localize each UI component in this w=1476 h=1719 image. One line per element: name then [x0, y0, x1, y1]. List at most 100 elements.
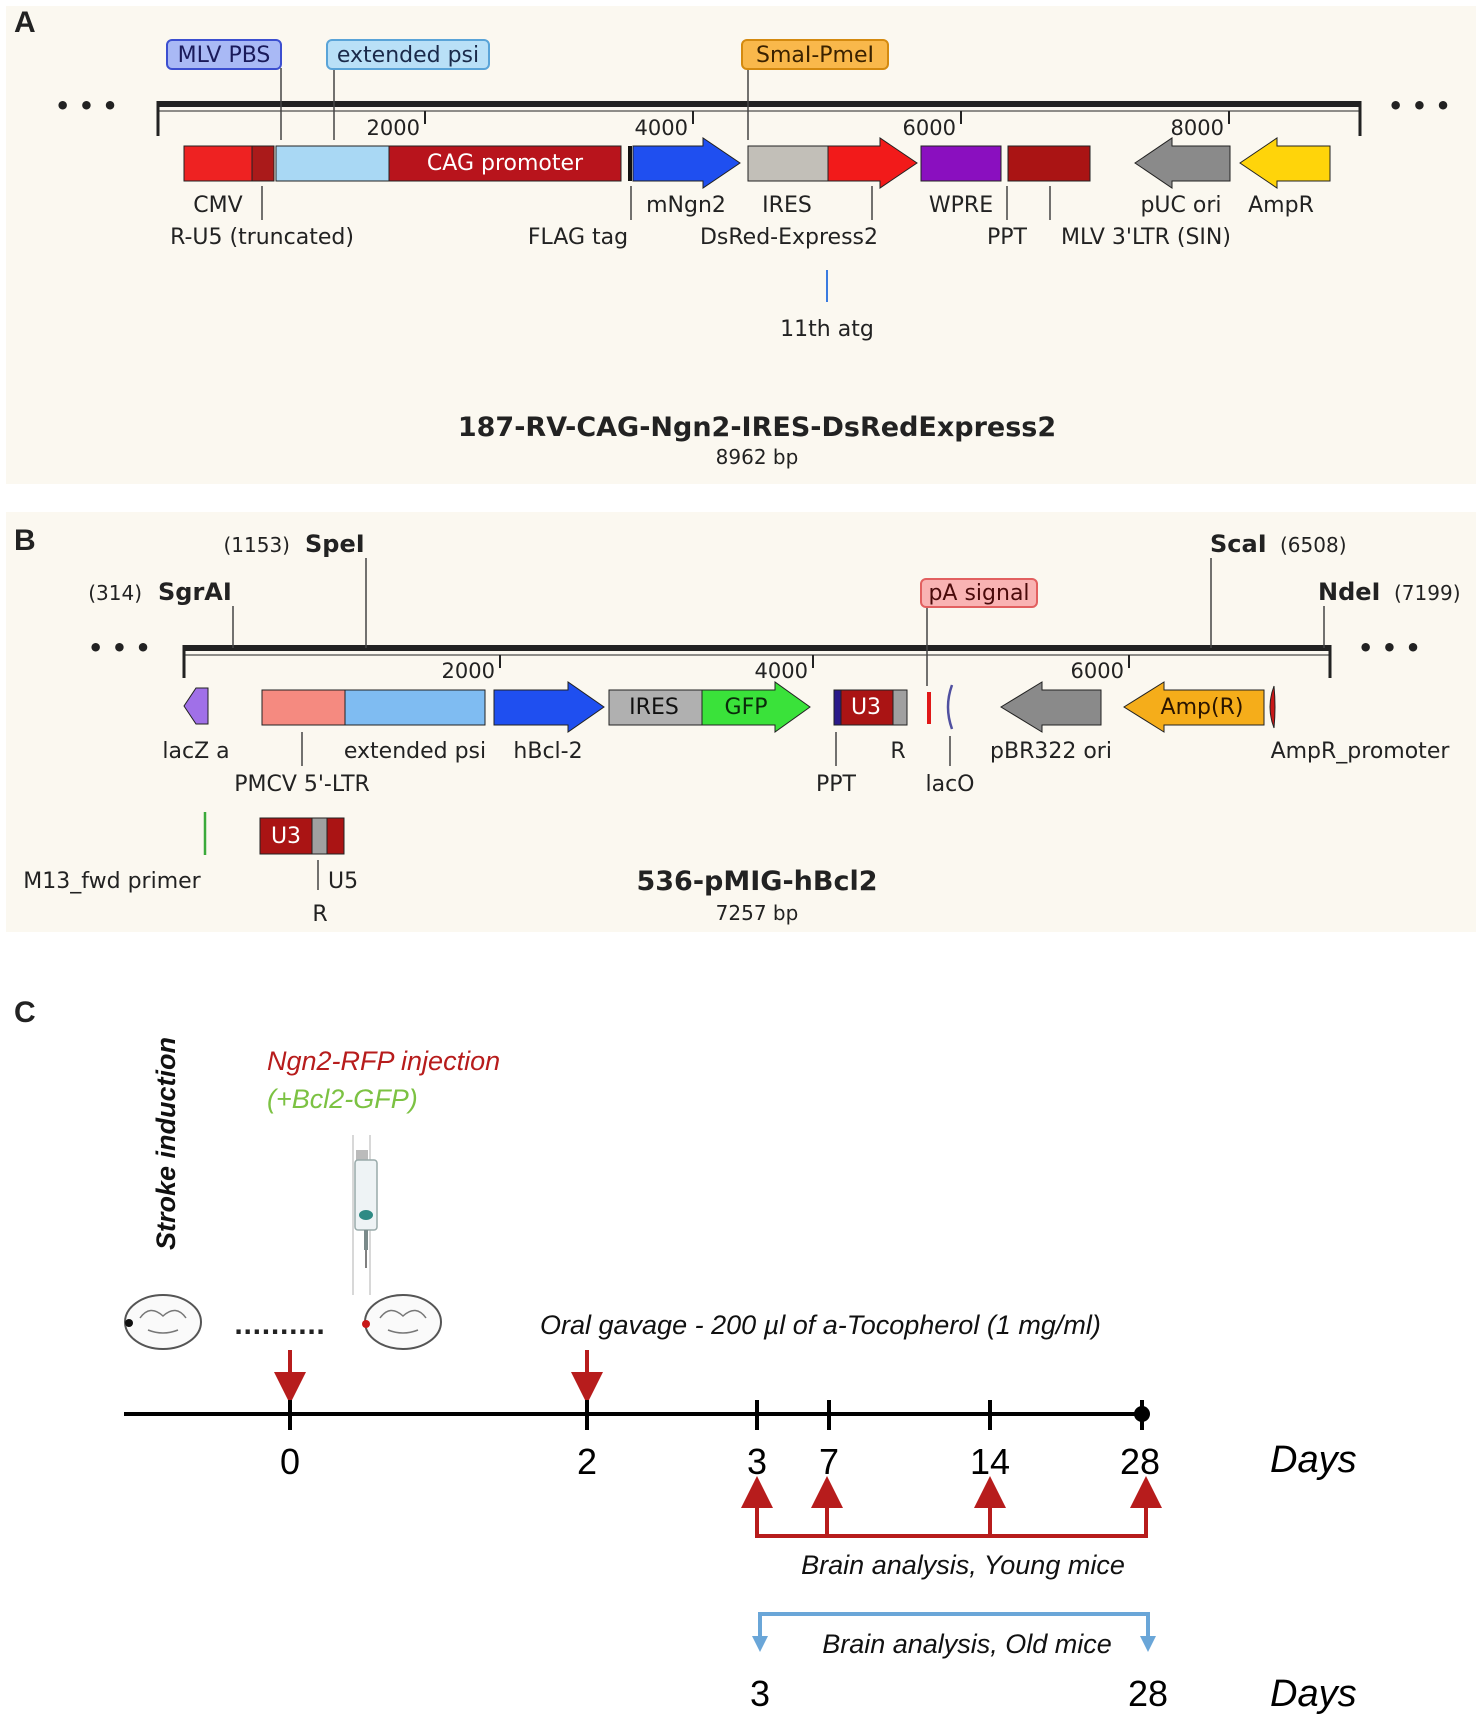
wpre-feature: [920, 145, 1002, 182]
ampr-label: AmpR: [1248, 193, 1314, 218]
r-ltr-label: R: [312, 902, 327, 927]
syringe-icon: [352, 1135, 378, 1295]
tick-label: 8000: [1171, 116, 1224, 140]
extended-psi-label: extended psi: [344, 739, 486, 764]
u5-label: U5: [328, 869, 358, 894]
tick-label: 2000: [367, 116, 420, 140]
u3-feature: [840, 689, 894, 726]
puc-ori-label: pUC ori: [1140, 193, 1221, 218]
cag-promoter-feature: [388, 145, 622, 182]
ires-box-label: IRES: [629, 695, 679, 720]
tick-label: 6000: [903, 116, 956, 140]
plasmid-b-size: 7257 bp: [716, 901, 799, 925]
plasmid-a-title: 187-RV-CAG-Ngn2-IRES-DsRedExpress2: [458, 412, 1056, 443]
plasmid-b-title: 536-pMIG-hBcl2: [636, 866, 877, 897]
r-ltr-feature: [311, 817, 328, 855]
gavage-label: Oral gavage - 200 µl of a-Tocopherol (1 …: [540, 1310, 1101, 1340]
extended-psi-feature: [344, 689, 486, 726]
gfp-label: GFP: [725, 695, 768, 720]
right-ellipsis: • • •: [1358, 634, 1421, 662]
gfp-arrow: [701, 681, 811, 733]
ampr-promoter-feature: [1269, 685, 1276, 729]
lacz-label: lacZ a: [162, 739, 229, 764]
ppt-feature: [833, 689, 842, 726]
injection-label: Ngn2-RFP injection: [267, 1046, 500, 1076]
dsred-label: DsRed-Express2: [700, 225, 878, 250]
spei-name: SpeI: [305, 530, 365, 558]
dsred-arrow: [827, 137, 918, 189]
m13-primer-label: M13_fwd primer: [23, 869, 201, 894]
left-ellipsis: • • •: [88, 634, 151, 662]
young-label: Brain analysis, Young mice: [801, 1550, 1125, 1580]
brain-icon: [362, 1294, 442, 1350]
panel-b: B • • • • • • 2000 4000 6000 (314) SgrAI…: [6, 512, 1476, 932]
11th-atg-label: 11th atg: [780, 317, 874, 342]
mngn2-arrow: [632, 137, 741, 189]
ampr-arrow: [1239, 137, 1331, 189]
sgrai-name: SgrAI: [158, 578, 232, 606]
ppt-label: PPT: [987, 225, 1028, 250]
cmv-feature: [183, 145, 253, 182]
puc-ori-arrow: [1134, 137, 1231, 189]
panel-c: C Stroke induction Ngn2-RFP injection (+…: [14, 996, 1357, 1715]
cmv-label: CMV: [193, 193, 242, 218]
tick-label: 4000: [755, 659, 808, 683]
pa-signal-tag: [920, 578, 1038, 608]
brain-ellipsis: ..........: [234, 1312, 325, 1340]
old-day-label: 28: [1128, 1673, 1168, 1714]
days-label: Days: [1270, 1673, 1357, 1715]
old-arrowhead: [1140, 1636, 1156, 1652]
pa-signal-label: pA signal: [928, 581, 1029, 606]
injection-sub-label: (+Bcl2-GFP): [267, 1084, 418, 1114]
u3-ltr-feature: [259, 817, 313, 855]
day-label: 0: [280, 1441, 300, 1482]
pmcv-ltr-feature: [261, 689, 346, 726]
ndei-name: NdeI: [1318, 578, 1380, 606]
r-label: R: [890, 739, 905, 764]
extended-psi-tag: [326, 39, 490, 70]
right-ellipsis: • • •: [1388, 92, 1451, 120]
day-label: 28: [1120, 1441, 1160, 1482]
pa-signal-feature: [927, 692, 931, 724]
panel-a-letter: A: [14, 6, 36, 39]
wpre-label: WPRE: [929, 193, 993, 218]
plasmid-a-size: 8962 bp: [716, 445, 799, 469]
mlv-3ltr-feature: [1007, 145, 1091, 182]
tick-label: 2000: [442, 659, 495, 683]
old-label: Brain analysis, Old mice: [822, 1629, 1112, 1659]
tick-label: 6000: [1071, 659, 1124, 683]
pbr322-ori-label: pBR322 ori: [990, 739, 1112, 764]
brain-icon: [124, 1294, 202, 1350]
r-u5-feature: [251, 145, 275, 182]
days-label: Days: [1270, 1439, 1357, 1481]
stroke-induction-label: Stroke induction: [151, 1037, 181, 1250]
day-label: 2: [577, 1441, 597, 1482]
lacz-arrow: [183, 687, 209, 725]
flag-tag-label: FLAG tag: [528, 225, 628, 250]
panel-a: A • • • • • • 2000 4000 6000 8000 MLV PB…: [6, 6, 1476, 484]
r-feature: [892, 689, 908, 726]
scai-pos: (6508): [1280, 533, 1347, 557]
laco-label: lacO: [925, 772, 974, 797]
ampr-promoter-label: AmpR_promoter: [1271, 739, 1451, 764]
extended-psi-feature: [275, 145, 390, 182]
scai-name: ScaI: [1210, 530, 1267, 558]
u5-ltr-feature: [326, 817, 345, 855]
u3-ltr-label: U3: [271, 824, 301, 849]
ruler-ticks: 2000 4000 6000: [442, 655, 1130, 683]
hbcl2-arrow: [493, 681, 605, 733]
ndei-pos: (7199): [1394, 581, 1461, 605]
smai-pmei-label: SmaI-PmeI: [756, 43, 874, 68]
ampr-box-label: Amp(R): [1161, 695, 1244, 720]
old-day-label: 3: [750, 1673, 770, 1714]
panel-c-letter: C: [14, 996, 36, 1029]
timeline-ticks: [288, 1400, 1144, 1430]
smai-pmei-tag: [741, 39, 889, 70]
ruler-ticks: 2000 4000 6000 8000: [367, 111, 1230, 140]
ampr-arrow: [1123, 681, 1265, 733]
ppt-label: PPT: [816, 772, 857, 797]
pmcv-ltr-label: PMCV 5'-LTR: [234, 772, 370, 797]
sgrai-pos: (314): [88, 581, 142, 605]
mlv-pbs-tag: [166, 39, 282, 70]
